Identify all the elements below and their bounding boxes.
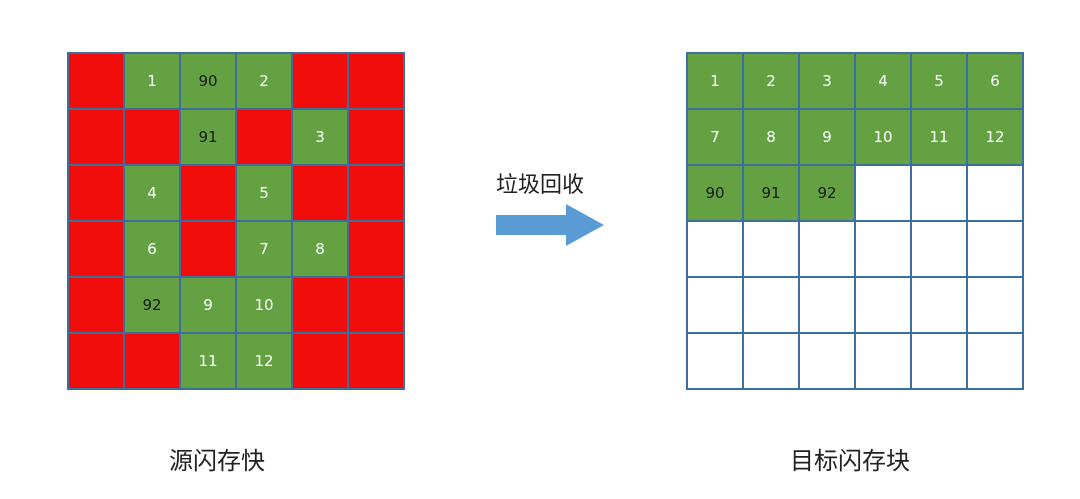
target-block-label: 目标闪存块 (790, 447, 910, 475)
source-block-page-cell: 7 (237, 222, 293, 278)
source-block-page-cell: 2 (237, 54, 293, 110)
source-block-page-cell (293, 54, 349, 110)
target-block-page-cell (856, 166, 912, 222)
target-block-page-cell: 92 (800, 166, 856, 222)
target-block-page-cell: 2 (744, 54, 800, 110)
source-block-page-cell (69, 222, 125, 278)
source-block-page-cell (349, 334, 405, 390)
target-block-page-cell: 5 (912, 54, 968, 110)
source-block-page-cell: 6 (125, 222, 181, 278)
source-block-page-cell: 9 (181, 278, 237, 334)
source-block-page-cell: 8 (293, 222, 349, 278)
target-block-page-cell: 1 (688, 54, 744, 110)
gc-label: 垃圾回收 (496, 173, 585, 198)
target-block-page-cell: 9 (800, 110, 856, 166)
source-block-page-cell: 5 (237, 166, 293, 222)
target-block-page-cell (856, 222, 912, 278)
target-block-page-cell (688, 334, 744, 390)
source-block-page-cell (349, 54, 405, 110)
target-block-page-cell (856, 334, 912, 390)
source-block-page-cell (181, 166, 237, 222)
source-block-page-cell (69, 110, 125, 166)
source-block-page-cell (125, 334, 181, 390)
target-block-page-cell (800, 334, 856, 390)
source-block-page-cell (293, 278, 349, 334)
target-block-page-cell: 90 (688, 166, 744, 222)
source-block-label: 源闪存快 (169, 447, 265, 475)
target-block-page-cell: 4 (856, 54, 912, 110)
target-block-page-cell (800, 278, 856, 334)
source-block-page-cell (293, 334, 349, 390)
target-block-page-cell (744, 222, 800, 278)
source-block-page-cell (69, 166, 125, 222)
target-block-page-cell (912, 334, 968, 390)
source-block-page-cell: 1 (125, 54, 181, 110)
target-block-page-cell: 7 (688, 110, 744, 166)
source-block-page-cell: 12 (237, 334, 293, 390)
target-block-page-cell (856, 278, 912, 334)
source-block-page-cell: 11 (181, 334, 237, 390)
target-block-page-cell: 91 (744, 166, 800, 222)
target-block-page-cell (688, 278, 744, 334)
source-block-page-cell (125, 110, 181, 166)
target-block-page-cell: 8 (744, 110, 800, 166)
source-block-page-cell: 90 (181, 54, 237, 110)
source-block-page-cell (69, 54, 125, 110)
target-block-page-cell (688, 222, 744, 278)
target-block-page-cell: 12 (968, 110, 1024, 166)
source-block-page-cell: 91 (181, 110, 237, 166)
source-block-page-cell (237, 110, 293, 166)
source-block-page-cell (349, 222, 405, 278)
target-block-page-cell (968, 222, 1024, 278)
source-block-page-cell (293, 166, 349, 222)
target-block-page-cell (912, 166, 968, 222)
target-block-page-cell (744, 334, 800, 390)
target-block-page-cell: 6 (968, 54, 1024, 110)
target-block-page-cell: 11 (912, 110, 968, 166)
source-block-page-cell: 4 (125, 166, 181, 222)
target-block-page-cell (968, 278, 1024, 334)
target-block-page-cell: 10 (856, 110, 912, 166)
right-arrow-icon (496, 204, 604, 246)
source-block-page-cell: 3 (293, 110, 349, 166)
source-block-page-cell (349, 166, 405, 222)
source-block-page-cell (349, 110, 405, 166)
target-block-page-cell (744, 278, 800, 334)
target-block-page-cell (912, 278, 968, 334)
source-block-page-cell (181, 222, 237, 278)
source-block-page-cell: 92 (125, 278, 181, 334)
target-block-page-cell (968, 334, 1024, 390)
target-block-page-cell: 3 (800, 54, 856, 110)
source-block-page-cell (69, 334, 125, 390)
target-block-page-cell (800, 222, 856, 278)
target-block-page-cell (912, 222, 968, 278)
source-block-page-cell (349, 278, 405, 334)
target-block-page-cell (968, 166, 1024, 222)
source-block-page-cell (69, 278, 125, 334)
source-block-page-cell: 10 (237, 278, 293, 334)
